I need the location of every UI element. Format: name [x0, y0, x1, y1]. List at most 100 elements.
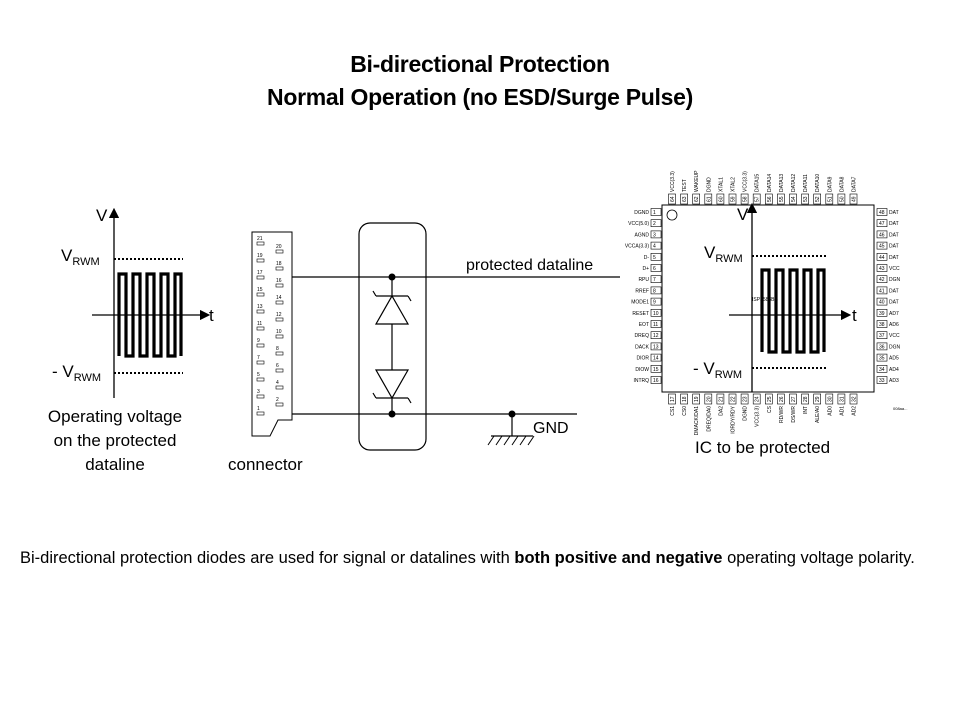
ic-pin-label: INTRQ — [633, 378, 649, 384]
ic-pin-number: 61 — [706, 196, 712, 202]
ic-right-pin — [876, 286, 888, 295]
ic-pin-label: WAKEUP — [694, 170, 700, 192]
ic-pin-label: DREQ/DA0 — [706, 406, 712, 432]
ic-pin-number: 10 — [653, 311, 659, 317]
connector-pin — [256, 275, 265, 280]
connector-pin — [256, 377, 265, 382]
ic-bottom-pin — [716, 393, 725, 405]
ic-right-pin — [876, 219, 888, 227]
ic-pin-label: AD6 — [889, 322, 899, 328]
ic-pin-label: XTAL2 — [731, 177, 737, 192]
ic-pin-number: 28 — [803, 396, 809, 402]
ic-pin-label: DIOR — [637, 356, 650, 362]
connector-pin-number: 12 — [276, 312, 282, 318]
ic-bottom-pin — [813, 393, 822, 405]
ic-pin-label: TEST — [682, 179, 688, 192]
ic-pin-number: 35 — [879, 356, 885, 362]
right-v-axis-label: V — [737, 205, 749, 224]
ic-pin-label: DATA8 — [839, 176, 845, 192]
ic-pin-number: 44 — [879, 255, 885, 261]
connector-pin — [275, 249, 284, 254]
ic-left-pin — [650, 297, 662, 306]
ic-pin-label: AGND — [635, 232, 650, 238]
ic-pin-label: VCC — [889, 333, 900, 339]
ic-bottom-pin — [752, 393, 761, 405]
ic-pin-label: EOT — [639, 322, 649, 328]
ic-pin-number: 18 — [682, 396, 688, 402]
ic-bottom-pin — [704, 393, 713, 405]
ic-right-pin — [876, 376, 888, 384]
ic-pin-label: DACK — [635, 344, 650, 350]
ic-left-pin — [650, 264, 662, 272]
ic-pin-number: 62 — [694, 196, 700, 202]
connector-pin-number: 17 — [257, 270, 263, 276]
ic-top-pin — [728, 193, 737, 205]
ic-pin-number: 17 — [670, 396, 676, 402]
ic-pin-number: 12 — [653, 333, 659, 339]
connector-pin — [275, 402, 284, 407]
device-package — [358, 222, 427, 451]
left-vrwm-pos-label: VRWM — [61, 246, 100, 268]
ic-pin-label: DGND — [706, 177, 712, 192]
ic-right-pin — [876, 297, 888, 306]
ic-left-pin — [650, 241, 662, 250]
ic-pin-number: 39 — [879, 311, 885, 317]
ic-bottom-pin — [680, 393, 688, 405]
ic-pin-number: 51 — [827, 196, 833, 202]
ic-top-pin — [777, 193, 785, 205]
ic-pin-number: 47 — [879, 221, 885, 227]
ic-pin-number: 52 — [815, 196, 821, 202]
ic-bottom-pin — [825, 393, 834, 405]
connector-pin — [256, 309, 265, 314]
connector-pin-number: 6 — [276, 363, 279, 369]
connector-pin — [275, 368, 284, 373]
left-voltage-plot — [92, 207, 211, 398]
ic-top-pin — [668, 193, 676, 205]
ic-pin-label: XTAL1 — [718, 177, 724, 192]
ic-right-pin — [876, 331, 888, 340]
ic-pin-label: MODE1 — [631, 300, 649, 306]
ic-pin-label: D- — [644, 255, 650, 261]
ic-pin-label: CS0 — [682, 406, 688, 416]
ic-pin-number: 11 — [653, 322, 658, 328]
connector-pin — [275, 351, 284, 356]
ic-top-pin — [801, 193, 809, 205]
connector-pin — [275, 385, 284, 390]
ic-left-pin — [650, 342, 662, 351]
ic-pin-label: IORDY/RDY — [731, 405, 737, 433]
protected-dataline-label: protected dataline — [466, 257, 594, 274]
ic-top-pin — [813, 193, 822, 205]
connector-label: connector — [228, 455, 303, 474]
ic-bottom-pin — [692, 393, 701, 405]
ic-bottom-pin — [777, 393, 785, 405]
ic-pin-label: AD1 — [839, 406, 845, 416]
ic-pin-label: RREF — [635, 288, 649, 294]
ic-pin-number: 63 — [682, 196, 688, 202]
ic-pin-label: RD/WR — [779, 406, 785, 423]
connector-pin — [275, 300, 284, 305]
ic-pin-number: 14 — [653, 356, 659, 362]
ic-pin-label: DATA15 — [755, 174, 761, 192]
ic-pin-label: AD7 — [889, 311, 899, 317]
ic-pin-number: 58 — [743, 196, 749, 202]
ic-pin-number: 6 — [653, 266, 656, 272]
ic-chip: 1DGND2VCC(5.0)3AGND4VCCA(3.3)5D-6D+7RPU8… — [625, 170, 908, 435]
ic-left-pin — [650, 331, 662, 340]
ic-pin-number: 31 — [839, 396, 845, 402]
ic-pin-label: DGN — [889, 277, 901, 283]
ic-pin-label: DAT — [889, 232, 899, 238]
ic-pin1-marker — [666, 209, 678, 221]
ic-pin-label: DGND — [634, 210, 649, 216]
ic-bottom-pin — [668, 393, 676, 405]
ic-pin-label: VCC(3.3) — [743, 171, 749, 192]
connector-pin-number: 2 — [276, 397, 279, 403]
title-line-1: Bi-directional Protection — [350, 51, 610, 77]
ic-pin-label: DAT — [889, 255, 899, 261]
upper-tvs-diode — [372, 290, 412, 325]
ic-pin-label: CS1 — [670, 406, 676, 416]
ic-pin-number: 41 — [879, 288, 885, 294]
ic-pin-number: 46 — [879, 232, 885, 238]
ic-pin-number: 57 — [755, 196, 761, 202]
